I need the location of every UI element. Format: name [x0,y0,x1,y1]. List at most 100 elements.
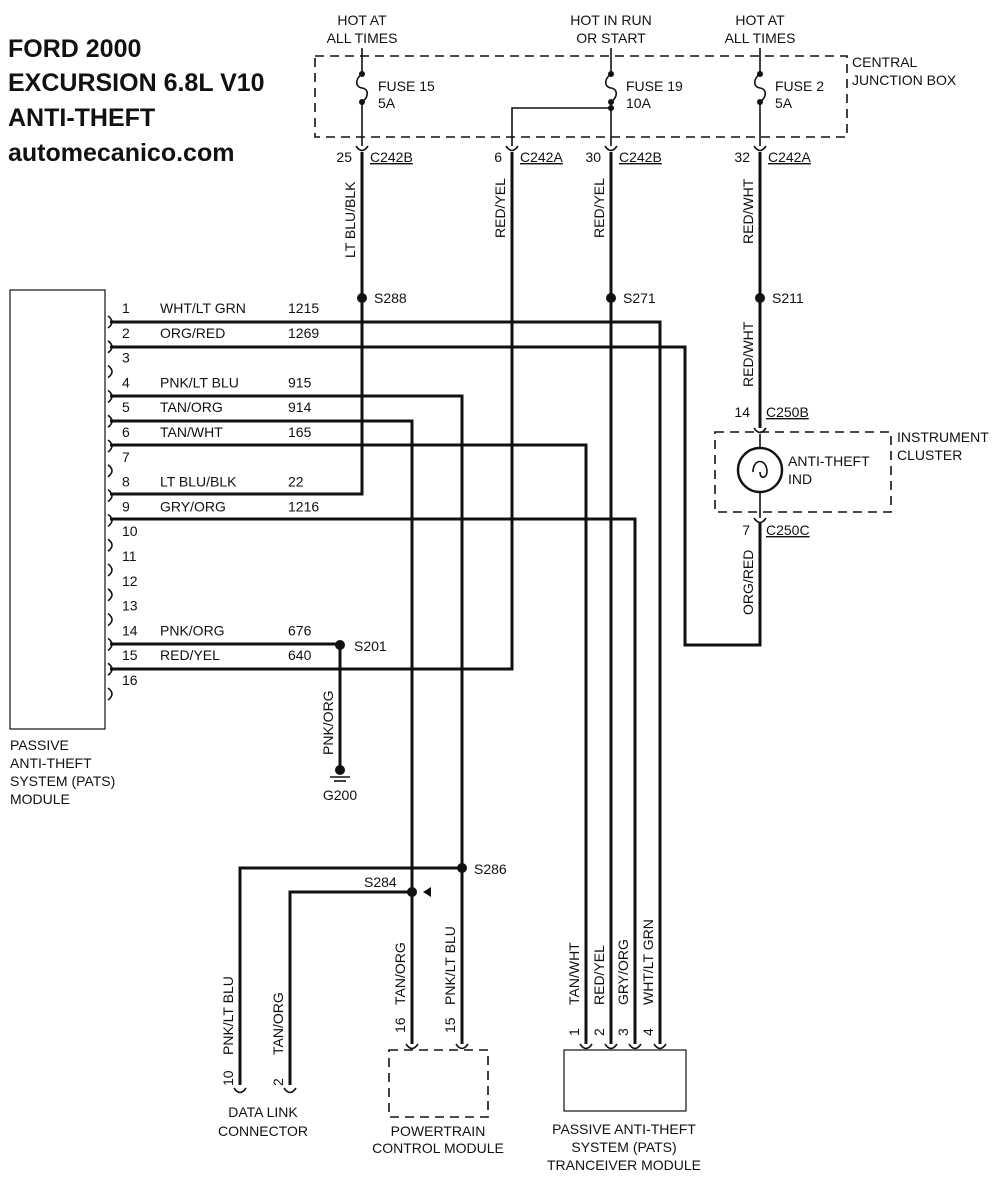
pats-module-label-l4: MODULE [10,791,70,807]
pats-pin-number: 15 [122,647,138,663]
power-label-fuse19-l1: HOT IN RUN [570,12,651,28]
trx-pin1-icon [579,1043,593,1050]
pats-pin-number: 1 [122,300,130,316]
pats-pin-terminal-icon [107,662,113,676]
indicator-label-l1: ANTI-THEFT [788,453,870,469]
pcm-label-l1: POWERTRAIN [391,1123,486,1139]
pats-pin-terminal-icon [107,563,113,577]
pcm-wire-label-15: PNK/LT BLU [442,926,458,1005]
pcm-outline [388,1049,489,1118]
pats-pin-number: 8 [122,474,130,490]
pcm-pin15-number: 15 [442,1017,458,1033]
pats-pin-number: 4 [122,374,130,390]
pcm-wire-label-16: TAN/ORG [392,942,408,1005]
title-line-3: ANTI-THEFT [8,104,155,132]
splice-s284: S284 [364,874,397,890]
pats-wires: S201 PNK/ORG G200 [110,320,762,1044]
conn-c242a-32: C242A [768,149,811,165]
instrument-cluster-label-l2: CLUSTER [897,447,962,463]
trx-pin2-number: 2 [591,1028,607,1036]
pats-pin-circuit: 1215 [288,300,319,316]
pats-pin-row: 12 [107,573,138,602]
pats-module: PASSIVE ANTI-THEFT SYSTEM (PATS) MODULE … [9,289,319,807]
pats-pin-circuit: 165 [288,424,312,440]
junction-box-label-l1: CENTRAL [852,54,918,70]
wire-tan-org [110,419,414,1044]
pats-pin-number: 13 [122,598,138,614]
pcm-pin15-icon [455,1043,469,1050]
wire-label-red-yel-6: RED/YEL [492,178,508,238]
splice-s271-dot [606,293,616,303]
pats-pin-terminal-icon [107,488,113,503]
pcm-pin16-number: 16 [392,1017,408,1033]
power-label-fuse19-l2: OR START [576,30,646,46]
transceiver-label-l1: PASSIVE ANTI-THEFT [552,1121,696,1137]
wire-label-red-wht-cluster: RED/WHT [740,321,756,387]
trx-wire-label-3: GRY/ORG [615,939,631,1005]
junction-box-label-l2: JUNCTION BOX [852,72,957,88]
pats-pin-circuit: 1216 [288,498,319,514]
wire-dlc-tan-org [288,890,412,1085]
pats-transceiver-module: TAN/WHT RED/YEL GRY/ORG WHT/LT GRN 1 2 3… [547,919,701,1173]
pats-pin-circuit: 915 [288,374,312,390]
splice-s201-dot [335,640,345,650]
powertrain-control-module: TAN/ORG PNK/LT BLU 16 15 POWERTRAIN CONT… [372,926,504,1156]
pats-pin-number: 3 [122,350,130,366]
wire-label-org-red-cluster: ORG/RED [740,550,756,615]
splice-s288-dot [357,293,367,303]
pats-pin-terminal-icon [107,687,113,701]
splice-s271: S271 [623,290,656,306]
conn-c242b-30: C242B [619,149,662,165]
fuse-19: FUSE 19 10A [511,48,683,146]
pats-pin-wire-color: LT BLU/BLK [160,474,237,490]
pats-pin-wire-color: ORG/RED [160,325,225,341]
wire-tan-wht [110,443,588,1044]
connector-c242b-25-icon [355,145,369,152]
connector-c250b-icon [753,427,767,434]
pats-pin-terminal-icon [107,612,113,627]
pats-pin-terminal-icon [107,364,113,379]
wire-lt-blu-blk [110,152,364,496]
title-line-4: automecanico.com [8,139,234,167]
connector-c242b-25: 25 C242B [336,145,413,165]
conn-c242a-6: C242A [520,149,563,165]
trx-pin3-icon [628,1043,642,1050]
trx-wire-label-4: WHT/LT GRN [640,919,656,1005]
fuse-15-name: FUSE 15 [378,78,435,94]
transceiver-label-l3: TRANCEIVER MODULE [547,1157,701,1173]
pats-pin-circuit: 914 [288,399,312,415]
power-label-fuse15-l2: ALL TIMES [327,30,398,46]
pats-module-label-l1: PASSIVE [10,737,69,753]
wire-label-pnk-org: PNK/ORG [320,690,336,755]
connector-c242a-32: 32 C242A [734,145,811,165]
diagram-title: FORD 2000 EXCURSION 6.8L V10 ANTI-THEFT … [8,35,265,167]
pin-30: 30 [585,149,601,165]
pats-pin-row: 3 [107,350,130,379]
pats-pin-wire-color: TAN/WHT [160,424,223,440]
power-labels: HOT AT ALL TIMES HOT IN RUN OR START HOT… [327,12,796,46]
pats-pin-row: 13 [107,598,138,627]
top-connectors: 25 C242B 6 C242A 30 C242B 32 C242A [336,145,811,165]
feed-wires: LT BLU/BLK S288 RED/YEL RED/YEL S271 RED… [110,152,804,1044]
pats-pin-number: 9 [122,498,130,514]
transceiver-label-l2: SYSTEM (PATS) [571,1139,676,1155]
trx-pin4-icon [653,1043,667,1050]
trx-pin1-number: 1 [566,1028,582,1036]
wire-label-red-yel-30: RED/YEL [591,178,607,238]
instrument-cluster-label-l1: INSTRUMENT [897,429,989,445]
connector-c242a-32-icon [753,145,767,152]
transceiver-box [563,1049,687,1112]
pats-pin-wire-color: WHT/LT GRN [160,300,246,316]
splice-s288: S288 [374,290,407,306]
dlc-pin10-number: 10 [220,1070,236,1086]
junction-box-outline [314,55,848,138]
pats-pin-number: 11 [122,548,137,564]
pats-pin-row: 10 [107,523,138,552]
